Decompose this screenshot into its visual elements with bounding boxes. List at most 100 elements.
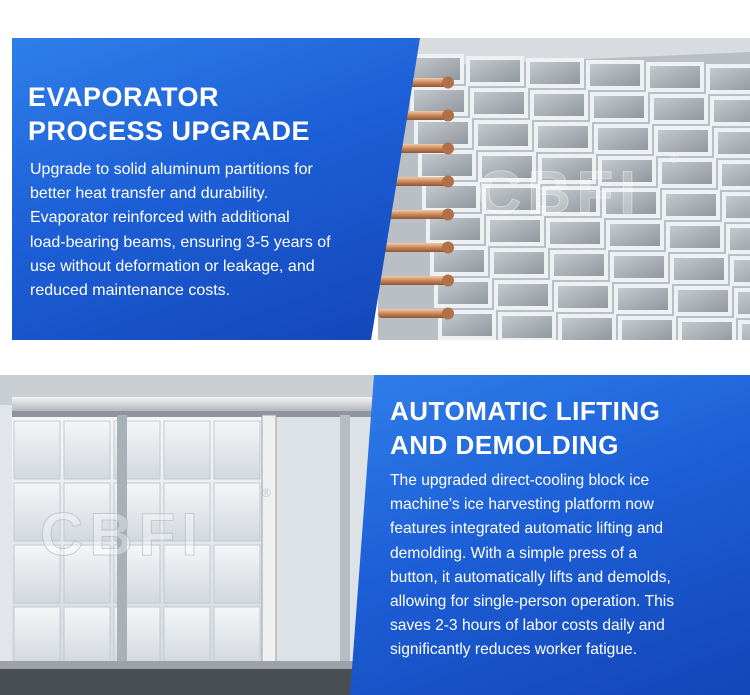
ice-block: [163, 544, 211, 604]
evaporator-cell: [722, 192, 750, 222]
ice-block: [63, 606, 111, 666]
evaporator-cell: [418, 150, 476, 180]
watermark-registered-mark: ®: [670, 152, 679, 166]
evaporator-cell: [414, 118, 472, 148]
evaporator-cell: [658, 158, 716, 188]
evaporator-cell: [530, 90, 588, 120]
evaporator-cell: [466, 56, 524, 86]
evaporator-cell: [714, 128, 750, 158]
lifting-desc-line-5: button, it automatically lifts and demol…: [390, 568, 671, 586]
evaporator-cell: [590, 92, 648, 122]
lifting-desc-line-8: significantly reduces worker fatigue.: [390, 641, 638, 659]
copper-pipe: [378, 210, 448, 219]
ice-block: [213, 420, 261, 480]
lifting-desc-line-2: machine's ice harvesting platform now: [390, 496, 654, 514]
evaporator-cell: [602, 188, 660, 218]
evaporator-cell: [534, 122, 592, 152]
evaporator-title-line-2: PROCESS UPGRADE: [28, 116, 311, 146]
evaporator-cell: [494, 280, 552, 310]
evaporator-desc-line-1: Upgrade to solid aluminum partitions for: [30, 161, 313, 178]
ice-block: [213, 482, 261, 542]
copper-pipe-end: [442, 208, 454, 221]
lifting-desc-line-1: The upgraded direct-cooling block ice: [390, 472, 650, 489]
ice-harvesting-platform-image: CBFI ®: [0, 375, 380, 695]
evaporator-cell: [734, 288, 750, 318]
evaporator-cell: [738, 320, 750, 340]
lifting-text-panel: AUTOMATIC LIFTING AND DEMOLDING The upgr…: [350, 375, 750, 695]
evaporator-cell: [482, 184, 540, 214]
evaporator-cell: [546, 218, 604, 248]
watermark-text-2: CBFI: [40, 501, 204, 568]
lifting-title-line-1: AUTOMATIC LIFTING: [390, 396, 661, 426]
ice-block: [163, 482, 211, 542]
evaporator-cell: [586, 60, 644, 90]
ice-block: [63, 482, 111, 542]
ice-block: [13, 482, 61, 542]
evaporator-cell: [674, 286, 732, 316]
evaporator-cell: [498, 312, 556, 340]
evaporator-cell: [706, 64, 750, 94]
ice-block: [13, 544, 61, 604]
evaporator-cell: [490, 248, 548, 278]
ice-block: [163, 420, 211, 480]
copper-pipe-end: [442, 142, 454, 155]
evaporator-cell: [718, 160, 750, 190]
copper-pipe: [378, 243, 448, 252]
ice-block: [13, 606, 61, 666]
evaporator-cell: [670, 254, 728, 284]
copper-pipe-end: [442, 76, 454, 89]
lifting-section: CBFI ® AUTOMATIC LIFTING AND DEMOLDING T…: [0, 375, 750, 695]
evaporator-cell: [410, 86, 468, 116]
evaporator-cell: [614, 284, 672, 314]
copper-pipe-end: [442, 109, 454, 122]
evaporator-desc-line-3: Evaporator reinforced with additional: [30, 209, 290, 227]
evaporator-desc-line-4: load-bearing beams, ensuring 3-5 years o…: [30, 233, 331, 251]
lifting-desc-line-7: saves 2-3 hours of labor costs daily and: [390, 617, 665, 635]
evaporator-cell: [422, 182, 480, 212]
copper-pipe-end: [442, 241, 454, 254]
evaporator-cell: [726, 224, 750, 254]
evaporator-cell: [426, 214, 484, 244]
evaporator-desc-line-5: use without deformation or leakage, and: [30, 257, 315, 275]
evaporator-section: CBFI ® EVAPORATOR PROCESS UPGRADE Upgrad…: [0, 38, 750, 340]
evaporator-cell: [662, 190, 720, 220]
ice-block: [213, 544, 261, 604]
ice-block: [63, 544, 111, 604]
evaporator-desc-line-6: reduced maintenance costs.: [30, 282, 231, 300]
evaporator-cell: [486, 216, 544, 246]
copper-pipe-end: [442, 274, 454, 287]
lifting-description: The upgraded direct-cooling block ice ma…: [390, 469, 674, 663]
evaporator-cell: [550, 250, 608, 280]
copper-pipe-end: [442, 307, 454, 320]
lifting-title: AUTOMATIC LIFTING AND DEMOLDING: [390, 394, 660, 462]
evaporator-desc-line-2: better heat transfer and durability.: [30, 185, 269, 203]
evaporator-description: Upgrade to solid aluminum partitions for…: [30, 158, 331, 303]
lifting-title-line-2: AND DEMOLDING: [390, 430, 619, 460]
evaporator-cell: [558, 314, 616, 340]
evaporator-cell: [618, 316, 676, 340]
lifting-platform-photo: CBFI ®: [0, 375, 380, 695]
lifting-desc-line-3: features integrated automatic lifting an…: [390, 520, 664, 538]
evaporator-title: EVAPORATOR PROCESS UPGRADE: [28, 80, 310, 148]
ice-block: [63, 420, 111, 480]
evaporator-title-line-1: EVAPORATOR: [28, 82, 220, 112]
copper-pipe: [378, 276, 448, 285]
evaporator-cell: [538, 154, 596, 184]
evaporator-cell: [730, 256, 750, 286]
evaporator-cell: [650, 94, 708, 124]
ice-block: [13, 420, 61, 480]
ice-block: [163, 606, 211, 666]
watermark-text: CBFI: [478, 159, 642, 226]
evaporator-cell: [610, 252, 668, 282]
evaporator-cell: [430, 246, 488, 276]
evaporator-cell: [710, 96, 750, 126]
evaporator-cell: [606, 220, 664, 250]
copper-pipe: [378, 309, 448, 318]
evaporator-cell: [474, 120, 532, 150]
copper-pipe-end: [442, 175, 454, 188]
evaporator-cell: [478, 152, 536, 182]
evaporator-cell: [598, 156, 656, 186]
evaporator-photo: CBFI ®: [378, 38, 750, 340]
aluminum-evaporator-image: CBFI ®: [378, 38, 750, 340]
lifting-desc-line-4: demolding. With a simple press of a: [390, 544, 638, 562]
